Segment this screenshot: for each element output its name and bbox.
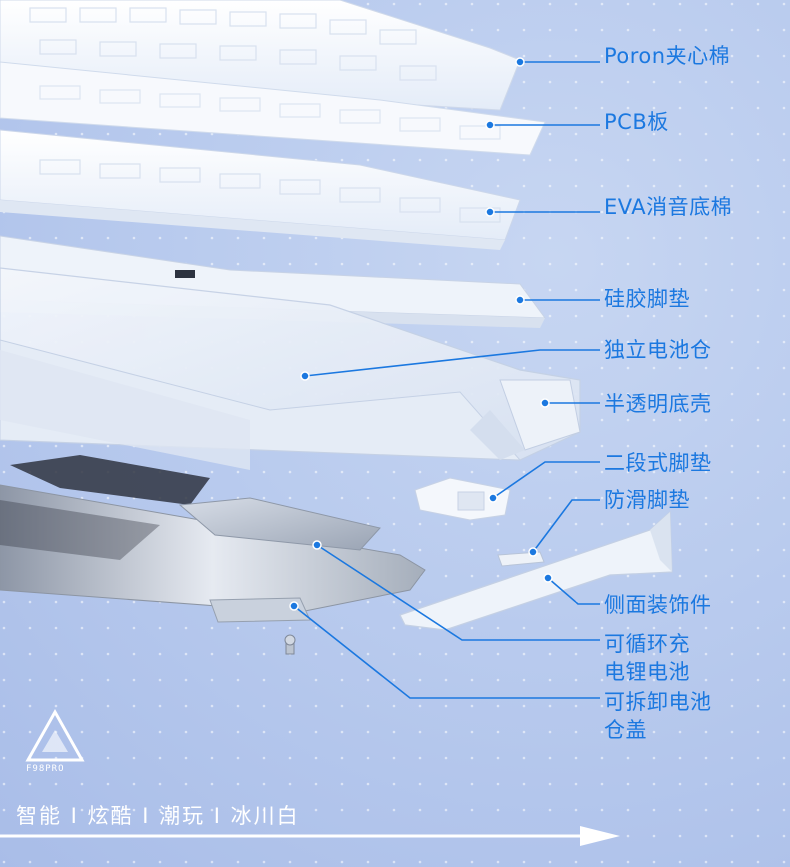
label-two-stage-feet: 二段式脚垫 — [604, 451, 712, 475]
leader-two-stage — [492, 461, 600, 499]
screw — [284, 634, 296, 655]
label-battery-bay: 独立电池仓 — [604, 338, 712, 362]
battery-cover-plate — [0, 484, 426, 623]
label-eva-foam: EVA消音底棉 — [604, 195, 733, 219]
eva-foam-layer — [0, 129, 521, 250]
pcb-layer — [0, 61, 546, 156]
side-trim — [399, 510, 673, 631]
label-pcb: PCB板 — [604, 110, 669, 134]
label-poron-foam: Poron夹心棉 — [604, 44, 731, 68]
label-silicone-feet: 硅胶脚垫 — [604, 287, 690, 311]
label-side-trim: 侧面装饰件 — [604, 593, 712, 617]
logo-text: F98PRO — [26, 764, 65, 774]
leader-cover — [293, 605, 600, 699]
rechargeable-battery — [10, 455, 381, 551]
callout-dots — [289, 57, 553, 611]
leader-side-trim — [547, 577, 600, 605]
leader-anti-slip — [532, 499, 600, 553]
label-battery-cover: 可拆卸电池 仓盖 — [604, 690, 712, 742]
callout-lines — [293, 61, 600, 699]
label-rechargeable-battery: 可循环充 电锂电池 — [604, 632, 690, 684]
label-translucent-case: 半透明底壳 — [604, 392, 712, 416]
leader-battery-bay — [304, 349, 600, 377]
label-anti-slip-feet: 防滑脚垫 — [604, 488, 690, 512]
brand-tagline: 智能 I 炫酷 I 潮玩 I 冰川白 — [16, 804, 300, 828]
leader-battery — [316, 544, 600, 641]
two-stage-feet — [414, 477, 511, 521]
brand-logo — [25, 708, 85, 762]
bottom-arrow — [0, 826, 620, 846]
translucent-bottom-case — [0, 267, 581, 470]
